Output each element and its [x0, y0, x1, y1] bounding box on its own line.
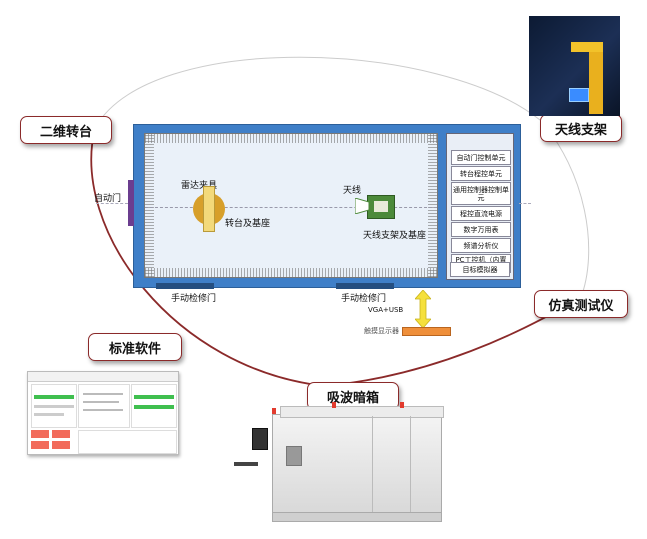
software-buttons [31, 430, 71, 452]
software-header [28, 372, 178, 382]
touch-display-label: 触摸显示器 [364, 327, 399, 335]
chamber-hardware [232, 402, 444, 526]
stand-top [571, 42, 603, 52]
antenna-glow [569, 88, 589, 102]
monitor-icon [252, 428, 268, 450]
stand-arm [589, 42, 603, 114]
antenna-label: 天线 [343, 186, 362, 196]
panel-item: 转台程控单元 [451, 166, 511, 181]
cabinet-window [286, 446, 302, 466]
double-arrow-icon [415, 290, 431, 328]
turntable-base-label: 转台及基座 [225, 219, 271, 229]
chamber-callout: 吸波暗箱 [307, 382, 399, 410]
standard-software-label: 标准软件 [108, 341, 161, 357]
absorber-left [145, 134, 154, 277]
indicator-light [332, 402, 336, 408]
maint-door-left-bar [156, 283, 214, 289]
panel-item: 通用控制器控制单元 [451, 182, 511, 205]
radar-fixture-icon [203, 186, 215, 232]
indicator-light [272, 408, 276, 414]
panel-item: 数字万用表 [451, 222, 511, 237]
radar-fixture-label: 雷达夹具 [181, 181, 218, 191]
horn-icon [355, 198, 369, 214]
maint-door-left-label: 手动检修门 [171, 294, 217, 304]
panel-item: 频谱分析仪 [451, 238, 511, 253]
cabinet-top [280, 406, 444, 418]
connection-label: VGA+USB [368, 306, 404, 314]
keyboard-tray [234, 462, 258, 466]
antenna-stand-callout: 天线支架 [540, 114, 622, 142]
antenna-icon [367, 195, 395, 219]
absorber-top [145, 134, 437, 143]
antenna-stand-photo [529, 16, 620, 116]
maint-door-right-bar [336, 283, 394, 289]
chamber-inner: 雷达夹具 转台及基座 天线 天线支架及基座 [144, 133, 438, 278]
software-log-pane [78, 430, 177, 454]
turntable-callout: 二维转台 [20, 116, 112, 144]
indicator-light [400, 402, 404, 408]
absorber-right [428, 134, 437, 277]
panel-item: 目标模拟器 [450, 262, 510, 277]
chamber-label: 吸波暗箱 [326, 390, 379, 406]
axis-line [145, 207, 437, 208]
turntable-label: 二维转台 [39, 124, 92, 140]
software-screenshot [27, 371, 179, 455]
left-axis-dash [96, 203, 128, 204]
software-pane-mid [78, 384, 130, 428]
panel-item: 自动门控制单元 [451, 150, 511, 165]
cabinet-door-line-2 [410, 416, 411, 512]
auto-door [128, 180, 134, 226]
antenna-base-label: 天线支架及基座 [363, 231, 427, 241]
right-axis-dash [519, 203, 531, 204]
absorber-bottom [145, 268, 437, 277]
software-pane-left [31, 384, 77, 428]
auto-door-label: 自动门 [94, 194, 122, 204]
software-pane-right [131, 384, 177, 428]
cabinet-door-line [372, 416, 373, 512]
panel-item: 程控直流电源 [451, 206, 511, 221]
cabinet-base [272, 512, 442, 522]
instrument-rack: 自动门控制单元 转台程控单元 通用控制器控制单元 程控直流电源 数字万用表 频谱… [446, 133, 514, 280]
simulator-label: 仿真测试仪 [548, 298, 614, 314]
simulator-callout: 仿真测试仪 [534, 290, 628, 318]
touch-display-icon [402, 327, 451, 336]
antenna-stand-label: 天线支架 [554, 122, 607, 138]
maint-door-right-label: 手动检修门 [341, 294, 387, 304]
standard-software-callout: 标准软件 [88, 333, 182, 361]
